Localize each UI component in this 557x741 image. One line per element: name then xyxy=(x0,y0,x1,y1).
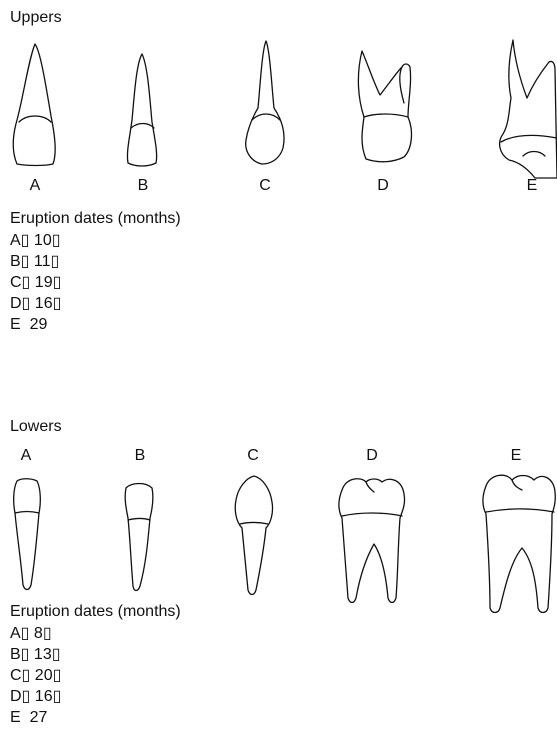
upper-label-e: E xyxy=(522,176,542,196)
lowers-date-a: A▯ 8▯ xyxy=(10,624,52,644)
uppers-date-a: A▯ 10▯ xyxy=(10,231,61,251)
uppers-date-e: E 29 xyxy=(10,315,47,335)
upper-label-c: C xyxy=(255,176,275,196)
lower-label-b: B xyxy=(130,446,150,466)
lowers-dates-heading: Eruption dates (months) xyxy=(10,602,181,622)
upper-tooth-b-drawing xyxy=(118,50,168,170)
uppers-date-c: C▯ 19▯ xyxy=(10,273,61,293)
upper-label-b: B xyxy=(133,176,153,196)
lowers-date-c: C▯ 20▯ xyxy=(10,666,61,686)
lowers-date-e: E 27 xyxy=(10,708,47,728)
lower-tooth-d-drawing xyxy=(332,472,412,607)
lower-tooth-a-drawing xyxy=(5,475,50,595)
upper-label-a: A xyxy=(25,176,45,196)
lower-tooth-c-drawing xyxy=(230,470,280,600)
lowers-heading: Lowers xyxy=(10,417,62,437)
uppers-date-b: B▯ 11▯ xyxy=(10,252,59,272)
uppers-date-d: D▯ 16▯ xyxy=(10,294,61,314)
upper-tooth-e-drawing xyxy=(495,38,557,178)
lower-label-e: E xyxy=(506,446,526,466)
lower-label-c: C xyxy=(243,446,263,466)
lower-tooth-e-drawing xyxy=(478,468,557,618)
lower-label-a: A xyxy=(16,446,36,466)
uppers-dates-heading: Eruption dates (months) xyxy=(10,209,181,229)
upper-tooth-a-drawing xyxy=(5,38,65,173)
lowers-date-d: D▯ 16▯ xyxy=(10,687,61,707)
upper-tooth-c-drawing xyxy=(238,38,293,173)
upper-tooth-d-drawing xyxy=(350,45,420,175)
lower-tooth-b-drawing xyxy=(118,478,163,598)
uppers-heading: Uppers xyxy=(10,8,62,28)
lowers-date-b: B▯ 13▯ xyxy=(10,645,61,665)
upper-label-d: D xyxy=(373,176,393,196)
lower-label-d: D xyxy=(362,446,382,466)
